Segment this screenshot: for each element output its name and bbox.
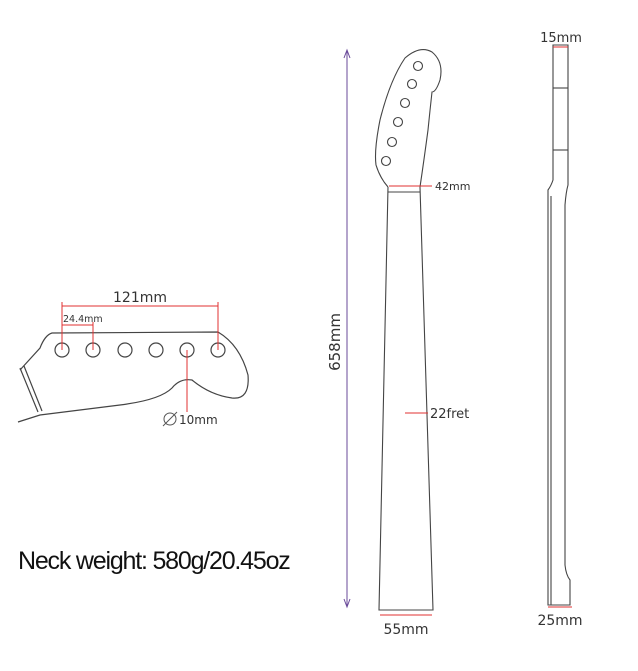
span-label: 121mm	[113, 290, 167, 306]
length-label: 658mm	[326, 313, 344, 371]
front-headstock-outline	[374, 49, 442, 188]
length-dimension	[343, 48, 351, 609]
headstock-outline	[17, 331, 249, 423]
headstock-thickness-label: 15mm	[540, 31, 582, 46]
nut-width-label: 42mm	[435, 180, 470, 193]
front-dimensions	[380, 185, 432, 616]
headstock-detail	[17, 331, 249, 423]
tuner-holes	[54, 342, 226, 358]
front-tuner-holes	[380, 60, 424, 167]
headstock-dimensions	[61, 302, 219, 412]
fretboard-outline	[378, 186, 434, 611]
heel-thickness-label: 25mm	[537, 613, 582, 629]
side-dimensions	[548, 46, 572, 608]
neck-front-view	[374, 49, 442, 611]
nut-edge	[19, 365, 43, 413]
spacing-label: 24.4mm	[63, 314, 103, 325]
neck-side-view	[547, 44, 571, 606]
heel-width-label: 55mm	[383, 622, 428, 638]
diameter-icon	[162, 411, 178, 427]
frets-label: 22fret	[430, 407, 469, 422]
hole-diameter-label: 10mm	[179, 413, 218, 427]
neck-weight-text: Neck weight: 580g/20.45oz	[18, 547, 291, 575]
